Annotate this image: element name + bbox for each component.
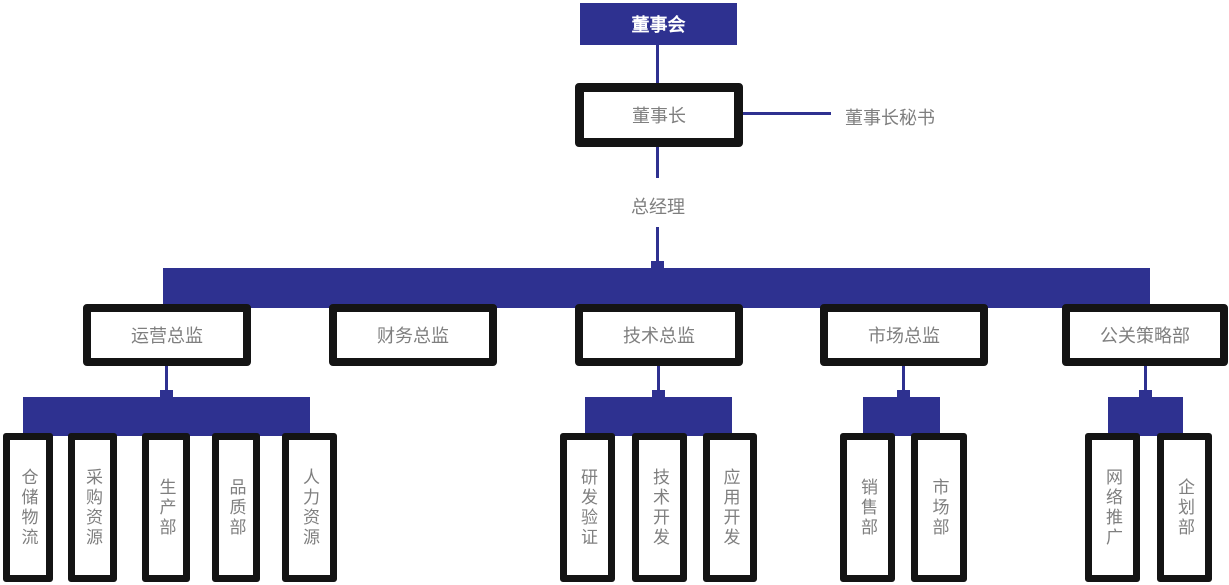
director-node-operations: 运营总监 — [83, 304, 251, 366]
pr-children-bar — [1108, 397, 1183, 436]
chairman-label: 董事长 — [632, 106, 686, 126]
director-node-marketing: 市场总监 — [820, 304, 988, 366]
technology-children-bar — [585, 397, 732, 436]
connector-nub-technology — [652, 390, 665, 398]
director-pr-label: 公关策略部 — [1100, 326, 1190, 346]
dept-warehouse-logistics-label: 仓储物流 — [18, 467, 38, 548]
director-technology-label: 技术总监 — [623, 326, 695, 346]
dept-node-procurement: 采购资源 — [68, 433, 117, 582]
operations-children-bar — [23, 397, 310, 436]
dept-sales-label: 销售部 — [858, 477, 877, 538]
connector-nub-operations — [160, 390, 173, 398]
dept-node-tech-development: 技术开发 — [632, 433, 687, 582]
connector-nub-marketing — [897, 390, 910, 398]
board-label: 董事会 — [631, 15, 686, 35]
connector-chairman-secretary — [743, 112, 831, 115]
director-operations-label: 运营总监 — [131, 326, 203, 346]
dept-node-hr: 人力资源 — [282, 433, 337, 582]
director-node-pr: 公关策略部 — [1062, 304, 1228, 366]
dept-app-development-label: 应用开发 — [720, 467, 740, 548]
connector-nub-pr — [1139, 390, 1152, 398]
dept-procurement-label: 采购资源 — [83, 467, 102, 548]
secretary-label: 董事长秘书 — [845, 108, 935, 128]
connector-board-chairman — [656, 45, 659, 83]
dept-node-planning: 企划部 — [1157, 433, 1212, 582]
connector-technology-drop — [657, 366, 660, 397]
connector-operations-drop — [165, 366, 168, 397]
dept-node-quality: 品质部 — [212, 433, 260, 582]
general-manager-label: 总经理 — [608, 193, 708, 219]
dept-node-market-dept: 市场部 — [911, 433, 967, 582]
level2-connector-bar — [163, 268, 1150, 308]
marketing-children-bar — [863, 397, 940, 436]
connector-pr-drop — [1144, 366, 1147, 397]
dept-market-dept-label: 市场部 — [929, 477, 949, 538]
director-node-finance: 财务总监 — [329, 304, 497, 366]
dept-hr-label: 人力资源 — [300, 467, 319, 548]
director-marketing-label: 市场总监 — [868, 326, 940, 346]
dept-node-sales: 销售部 — [840, 433, 895, 582]
dept-quality-label: 品质部 — [226, 477, 246, 538]
dept-rd-verification-label: 研发验证 — [578, 467, 597, 548]
dept-node-rd-verification: 研发验证 — [560, 433, 615, 582]
chairman-node: 董事长 — [575, 83, 743, 147]
connector-chairman-gm — [656, 147, 659, 178]
dept-tech-development-label: 技术开发 — [650, 467, 669, 548]
dept-production-label: 生产部 — [156, 477, 176, 538]
director-finance-label: 财务总监 — [377, 326, 449, 346]
dept-node-app-development: 应用开发 — [703, 433, 757, 582]
connector-nub-mainbar — [651, 261, 664, 269]
connector-gm-mainbar — [656, 227, 659, 268]
board-node: 董事会 — [580, 3, 737, 45]
director-node-technology: 技术总监 — [575, 304, 743, 366]
dept-node-warehouse-logistics: 仓储物流 — [3, 433, 53, 582]
dept-online-promotion-label: 网络推广 — [1103, 467, 1122, 548]
general-manager-text: 总经理 — [631, 197, 685, 217]
connector-marketing-drop — [902, 366, 905, 397]
dept-node-online-promotion: 网络推广 — [1085, 433, 1140, 582]
dept-node-production: 生产部 — [142, 433, 190, 582]
dept-planning-label: 企划部 — [1175, 477, 1194, 538]
